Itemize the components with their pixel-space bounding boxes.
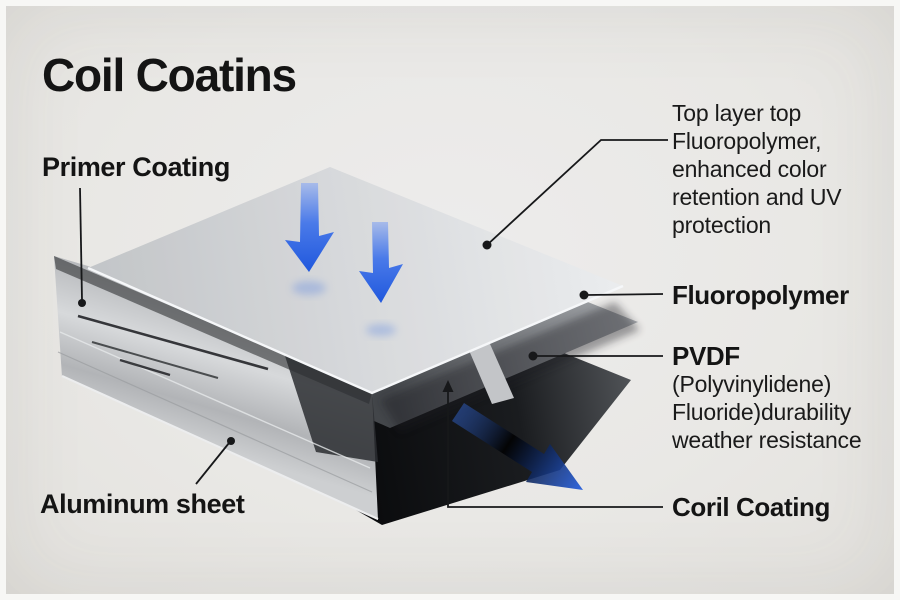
leader-dot — [78, 299, 86, 307]
pvdf-line: (Polyvinylidene) — [672, 371, 832, 397]
leader-dot — [227, 437, 235, 445]
top-layer-line: retention and UV — [672, 184, 842, 210]
leader-dot — [528, 351, 538, 361]
leader-dots — [78, 240, 589, 445]
leader-lines — [79, 139, 668, 508]
top-layer-line: enhanced color — [672, 156, 827, 182]
page-title: Coil Coatins — [42, 49, 297, 101]
leader-primer — [79, 187, 83, 301]
leader-aluminum — [195, 442, 230, 485]
pvdf-line: Fluoride)durability — [672, 399, 851, 425]
leader-dot — [579, 290, 589, 300]
sheet-fold-strip — [468, 344, 514, 404]
leader-fluoropolymer — [586, 293, 664, 296]
label-top-layer-description: Top layer top Fluoropolymer, enhanced co… — [672, 99, 842, 239]
pvdf-line: weather resistance — [672, 427, 862, 453]
leader-top-layer — [486, 139, 668, 246]
down-arrow-icon — [285, 183, 334, 295]
down-arrow-icon — [359, 222, 403, 336]
top-layer-line: Fluoropolymer, — [672, 128, 822, 154]
label-aluminum-sheet: Aluminum sheet — [40, 489, 245, 519]
aluminum-block — [54, 256, 379, 521]
top-sheet — [87, 167, 624, 395]
leader-arrowhead-up — [442, 380, 454, 392]
leader-coil — [447, 388, 663, 508]
top-layer-line: Top layer top — [672, 100, 802, 126]
label-fluoropolymer: Fluoropolymer — [672, 280, 849, 310]
label-primer-coating: Primer Coating — [42, 152, 230, 182]
label-pvdf-description: (Polyvinylidene) Fluoride)durability wea… — [672, 370, 862, 454]
leader-dot — [482, 240, 492, 250]
top-layer-line: protection — [672, 212, 772, 238]
label-pvdf-heading: PVDF — [672, 341, 740, 371]
flow-arrow-icon — [452, 403, 583, 490]
label-coil-coating: Coril Coating — [672, 492, 831, 522]
